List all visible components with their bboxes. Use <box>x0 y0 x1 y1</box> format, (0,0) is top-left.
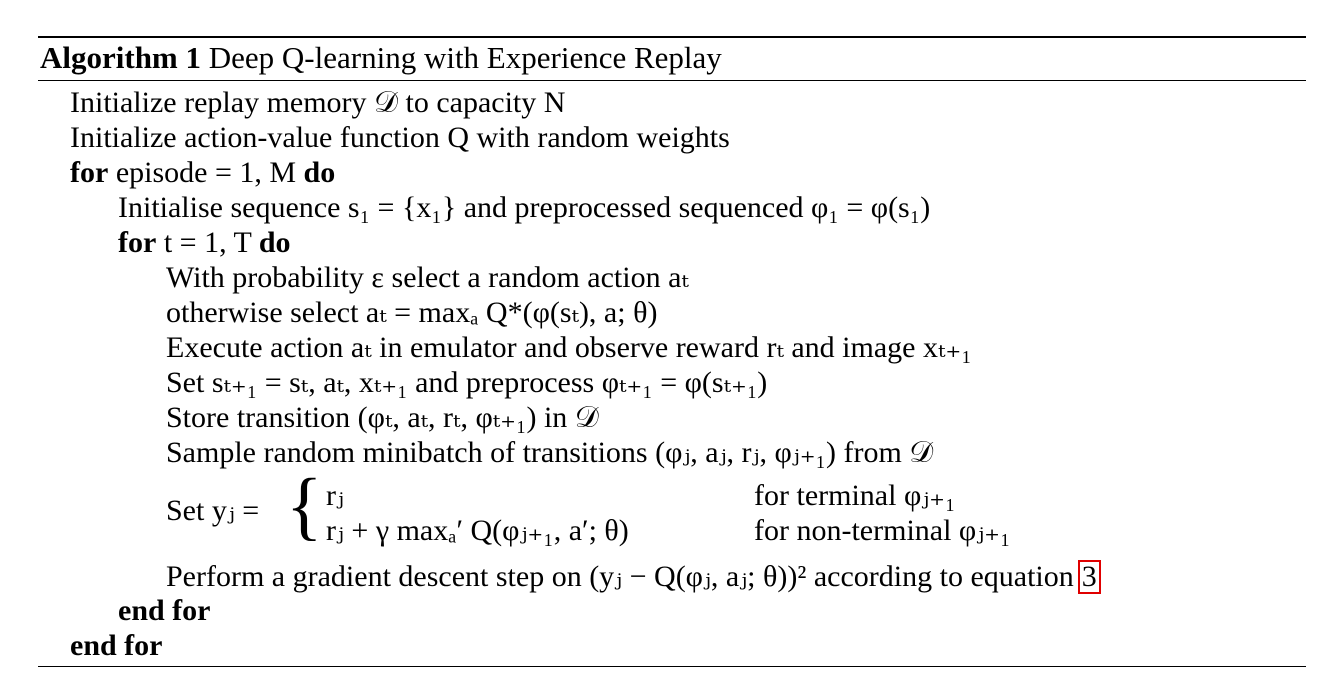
keyword-do: do <box>258 226 291 259</box>
line-for-t: for t = 1, T do <box>118 228 291 258</box>
bottom-rule <box>38 666 1306 667</box>
line-end-for-inner: end for <box>118 594 211 627</box>
line-greedy-select: otherwise select aₜ = maxₐ Q*(φ(sₜ), a; … <box>166 296 658 329</box>
case-nonterminal-cond: for non-terminal φⱼ₊₁ <box>754 514 1011 547</box>
case-nonterminal-expr: rⱼ + γ maxₐ′ Q(φⱼ₊₁, a′; θ) <box>326 514 629 547</box>
case-terminal-cond: for terminal φⱼ₊₁ <box>754 479 956 512</box>
algorithm-label: Algorithm 1 <box>40 40 202 75</box>
equation-ref-link[interactable]: 3 <box>1077 560 1101 594</box>
keyword-do: do <box>303 156 336 189</box>
line-epsilon-select: With probability ε select a random actio… <box>166 261 689 294</box>
line-init-q: Initialize action-value function Q with … <box>70 121 730 154</box>
gradient-step-text: Perform a gradient descent step on (yⱼ −… <box>166 560 1074 593</box>
episode-range: episode = 1, M <box>115 156 297 189</box>
algorithm-caption: Algorithm 1 Deep Q-learning with Experie… <box>40 40 722 76</box>
line-set-target-lhs: Set yⱼ = <box>166 494 260 527</box>
caption-rule <box>38 80 1306 81</box>
line-execute-action: Execute action aₜ in emulator and observ… <box>166 331 972 364</box>
case-terminal-expr: rⱼ <box>326 479 344 512</box>
top-rule <box>38 36 1306 38</box>
line-init-sequence: Initialise sequence s₁ = {x₁} and prepro… <box>118 191 931 224</box>
line-for-episode: for episode = 1, M do <box>70 158 335 188</box>
t-range: t = 1, T <box>163 226 252 259</box>
line-store-transition: Store transition (φₜ, aₜ, rₜ, φₜ₊₁) in 𝒟 <box>166 401 599 434</box>
line-init-memory: Initialize replay memory 𝒟 to capacity N <box>70 86 566 119</box>
keyword-for: for <box>70 156 109 189</box>
algorithm-title: Deep Q-learning with Experience Replay <box>208 40 722 75</box>
line-gradient-step: Perform a gradient descent step on (yⱼ −… <box>166 560 1101 594</box>
keyword-for: for <box>118 226 157 259</box>
line-set-state: Set sₜ₊₁ = sₜ, aₜ, xₜ₊₁ and preprocess φ… <box>166 366 768 399</box>
line-sample-minibatch: Sample random minibatch of transitions (… <box>166 436 934 469</box>
line-end-for-outer: end for <box>70 629 163 662</box>
cases-brace-icon: { <box>286 464 323 548</box>
